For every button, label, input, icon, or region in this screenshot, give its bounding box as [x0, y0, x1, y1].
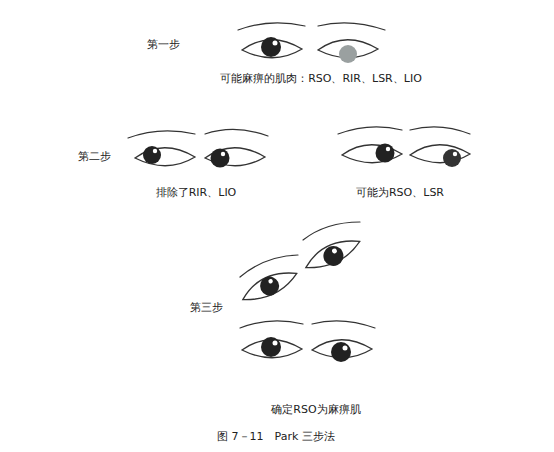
figure-caption: 图 7－11 Park 三步法 [217, 430, 335, 444]
step-label: 第一步 [147, 38, 180, 52]
step-label: 第二步 [78, 150, 111, 164]
muscle-note: 可能为RSO、LSR [356, 186, 444, 200]
step-label: 第三步 [190, 301, 223, 315]
muscle-note: 确定RSO为麻痹肌 [271, 403, 360, 417]
muscle-note: 排除了RIR、LIO [156, 186, 237, 200]
muscle-note: 可能麻痹的肌肉：RSO、RIR、LSR、LIO [220, 72, 422, 86]
